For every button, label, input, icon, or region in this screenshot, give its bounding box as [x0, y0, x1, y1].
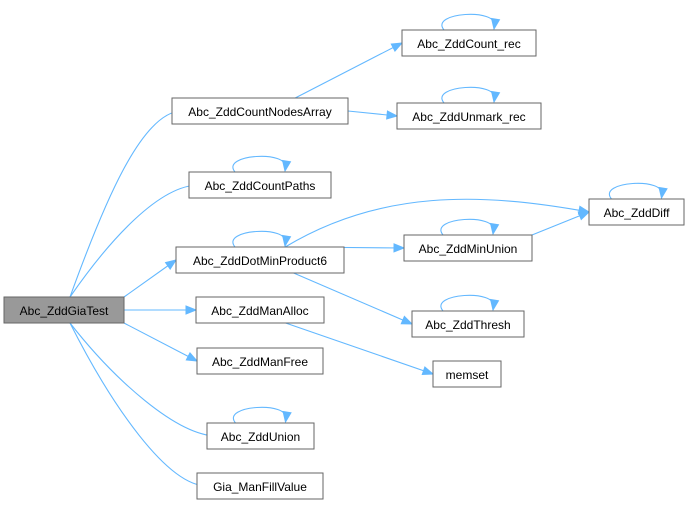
edge-countpaths-to-countpaths [232, 155, 286, 173]
edge-thresh-to-thresh-arrowhead [489, 298, 500, 312]
node-box [195, 296, 325, 324]
edge-dotminproduct6-to-diff [284, 198, 590, 248]
node-memset[interactable]: memset [432, 360, 502, 388]
node-manfillvalue[interactable]: Gia_ManFillValue [196, 472, 324, 500]
edge-giatest-to-union [69, 322, 218, 437]
node-label: Abc_ZddManFree [212, 355, 308, 369]
edge-countnodesarray-to-count_rec [294, 42, 403, 99]
edge-union-to-union-arrowhead [282, 410, 292, 424]
edge-count_rec-to-count_rec [441, 13, 495, 31]
node-label: Abc_ZddCountPaths [205, 179, 316, 193]
edges [69, 13, 668, 491]
node-label: Abc_ZddDotMinProduct6 [193, 254, 327, 268]
nodes: Abc_ZddGiaTestAbc_ZddCountNodesArrayAbc_… [3, 29, 685, 500]
node-countnodesarray[interactable]: Abc_ZddCountNodesArray [171, 97, 349, 125]
edge-count_rec-to-count_rec-arrowhead [490, 17, 501, 31]
node-giatest[interactable]: Abc_ZddGiaTest [3, 296, 125, 324]
node-label: Abc_ZddCount_rec [417, 37, 520, 51]
edge-minunion-to-diff-arrowhead [577, 211, 591, 221]
node-label: Abc_ZddCountNodesArray [188, 105, 331, 119]
edge-dotminproduct6-to-dotminproduct6-arrowhead [281, 234, 292, 248]
node-box [206, 422, 315, 450]
edge-dotminproduct6-to-thresh-arrowhead [400, 315, 414, 325]
node-label: Gia_ManFillValue [213, 480, 307, 494]
edge-dotminproduct6-to-thresh [293, 272, 413, 325]
edge-giatest-to-manfree [123, 322, 198, 362]
edge-countnodesarray-to-unmark_rec-arrowhead [386, 110, 399, 120]
edge-giatest-to-manfree-arrowhead [185, 351, 199, 362]
node-box [396, 102, 542, 130]
edge-manalloc-to-memset-arrowhead [421, 366, 435, 376]
node-label: Abc_ZddManAlloc [211, 304, 308, 318]
node-box [196, 347, 324, 375]
node-box [175, 246, 345, 274]
node-box [588, 198, 685, 226]
node-manfree[interactable]: Abc_ZddManFree [196, 347, 324, 375]
node-box [432, 360, 502, 388]
node-label: memset [446, 368, 489, 382]
node-countpaths[interactable]: Abc_ZddCountPaths [188, 171, 332, 199]
edge-thresh-to-thresh [440, 294, 494, 312]
edge-dotminproduct6-to-minunion-arrowhead [393, 243, 406, 253]
edge-dotminproduct6-to-dotminproduct6 [232, 230, 286, 248]
node-box [401, 29, 537, 57]
node-minunion[interactable]: Abc_ZddMinUnion [403, 234, 533, 262]
edge-giatest-to-countnodesarray [69, 110, 183, 298]
edge-diff-to-diff-arrowhead [658, 186, 668, 200]
node-thresh[interactable]: Abc_ZddThresh [411, 310, 525, 338]
node-box [171, 97, 349, 125]
node-label: Abc_ZddUnmark_rec [412, 110, 525, 124]
node-label: Abc_ZddMinUnion [419, 242, 518, 256]
edge-giatest-to-countpaths [69, 184, 200, 298]
edge-unmark_rec-to-unmark_rec-arrowhead [490, 90, 501, 104]
node-label: Abc_ZddUnion [221, 430, 300, 444]
node-diff[interactable]: Abc_ZddDiff [588, 198, 685, 226]
node-label: Abc_ZddGiaTest [20, 304, 109, 318]
node-label: Abc_ZddThresh [425, 318, 510, 332]
edge-giatest-to-dotminproduct6 [123, 259, 177, 298]
edge-diff-to-diff [608, 182, 663, 200]
node-manalloc[interactable]: Abc_ZddManAlloc [195, 296, 325, 324]
edge-giatest-to-manfillvalue [69, 322, 208, 487]
node-box [188, 171, 332, 199]
node-unmark_rec[interactable]: Abc_ZddUnmark_rec [396, 102, 542, 130]
edge-union-to-union [232, 406, 287, 424]
node-count_rec[interactable]: Abc_ZddCount_rec [401, 29, 537, 57]
node-box [403, 234, 533, 262]
edge-unmark_rec-to-unmark_rec [441, 86, 495, 104]
edge-manalloc-to-memset [285, 322, 434, 375]
node-box [196, 472, 324, 500]
edge-countnodesarray-to-count_rec-arrowhead [390, 42, 404, 53]
edge-countpaths-to-countpaths-arrowhead [281, 159, 292, 173]
edge-minunion-to-minunion [440, 218, 494, 236]
node-box [411, 310, 525, 338]
edge-minunion-to-minunion-arrowhead [489, 222, 500, 236]
node-label: Abc_ZddDiff [604, 206, 670, 220]
node-dotminproduct6[interactable]: Abc_ZddDotMinProduct6 [175, 246, 345, 274]
node-union[interactable]: Abc_ZddUnion [206, 422, 315, 450]
node-box [3, 296, 125, 324]
edge-giatest-to-manalloc-arrowhead [185, 305, 198, 315]
edge-giatest-to-dotminproduct6-arrowhead [164, 259, 178, 270]
